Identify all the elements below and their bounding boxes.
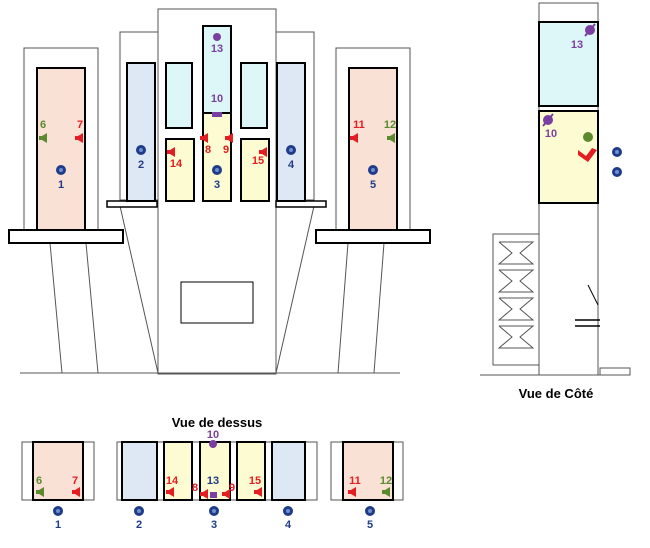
label-4: 4 [288,159,295,171]
label-6: 6 [40,119,46,131]
top-label-3: 3 [211,519,217,531]
label-13: 13 [211,43,223,55]
side-label-10: 10 [545,128,557,140]
speaker-icon-13 [213,33,221,41]
right-ledge [315,229,431,244]
side-speaker-icon-green [583,132,593,142]
top-mic-icon-5 [365,506,375,516]
top-label-4: 4 [285,519,292,531]
top-mic-icon-2 [134,506,144,516]
right-blue-flat [276,62,306,202]
top-speaker-icon-13 [210,492,217,498]
label-11: 11 [353,119,365,131]
top-label-6: 6 [36,475,42,487]
side-view-title: Vue de Côté [519,386,594,401]
top-label-2: 2 [136,519,142,531]
top-label-9: 9 [229,482,235,494]
side-speaker-icon-red [578,148,597,162]
side-mic-icon-a [612,147,622,157]
label-15: 15 [252,155,264,167]
mic-icon-3 [212,165,222,175]
label-2: 2 [138,159,144,171]
top-label-1: 1 [55,519,61,531]
side-mic-icon-b [612,167,622,177]
top-view: Vue de dessus 1 2 3 4 [21,415,404,531]
label-12: 12 [384,119,396,131]
label-7: 7 [77,119,83,131]
front-view: 1 2 3 4 5 6 7 8 9 10 11 12 13 14 15 [8,8,431,375]
top-label-7: 7 [72,475,78,487]
side-upper-box [538,21,599,107]
label-9: 9 [223,144,229,156]
side-view: 13 10 Vue de Côté [480,2,631,401]
top-speaker-icon-10 [209,440,217,448]
top-label-13: 13 [207,475,219,487]
label-8: 8 [205,144,211,156]
top-label-15: 15 [249,475,261,487]
top-mic-icon-3 [209,506,219,516]
speaker-icon-10 [212,112,222,117]
center-box [202,112,232,202]
top-label-8: 8 [192,482,198,494]
left-tower [36,67,86,231]
top-mic-icon-4 [283,506,293,516]
label-5: 5 [370,179,376,191]
right-tower [348,67,398,231]
side-label-13: 13 [571,39,583,51]
top-label-14: 14 [166,475,179,487]
label-10: 10 [211,93,223,105]
top-view-title: Vue de dessus [172,415,263,430]
top-label-10: 10 [207,429,219,441]
label-14: 14 [170,158,183,170]
top-label-12: 12 [380,475,392,487]
top-label-5: 5 [367,519,373,531]
label-1: 1 [58,179,64,191]
top-mic-icon-1 [53,506,63,516]
mic-icon-2 [136,145,146,155]
mic-icon-4 [286,145,296,155]
left-blue-flat [126,62,156,202]
top-label-11: 11 [349,475,361,487]
mic-icon-5 [368,165,378,175]
mic-icon-1 [56,165,66,175]
label-3: 3 [214,179,220,191]
left-ledge [8,229,124,244]
